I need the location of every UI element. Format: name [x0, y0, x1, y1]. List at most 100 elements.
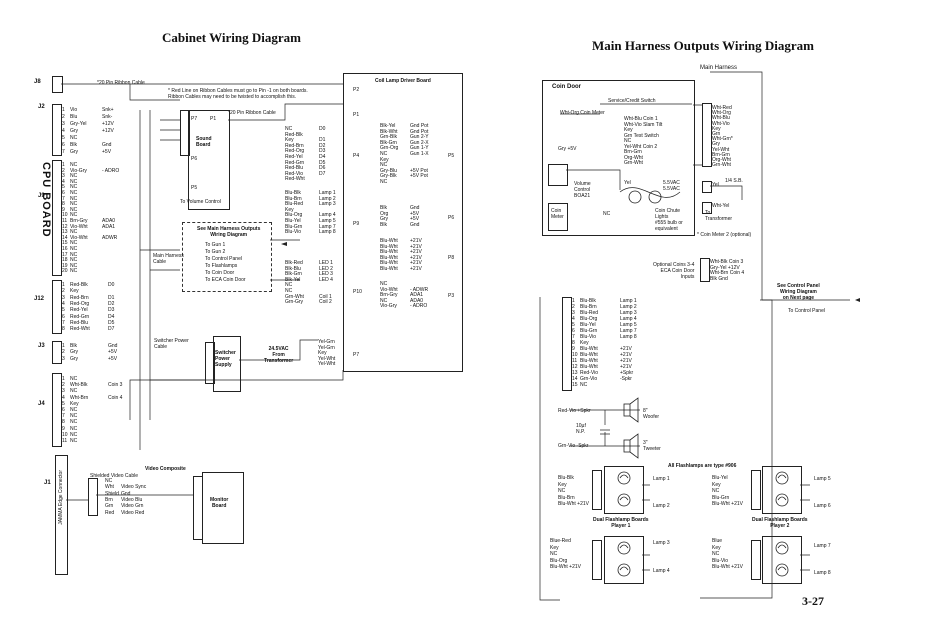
- volume-control-label: To Volume Control: [180, 199, 221, 205]
- p5list-row: NC: [380, 162, 410, 168]
- wire-color: Blu-Org: [285, 212, 303, 219]
- to-control-panel: To Control Panel: [788, 308, 825, 314]
- signal-name: +21V: [410, 266, 422, 272]
- signal-name: D6: [319, 165, 326, 172]
- pin-number: 1: [62, 162, 65, 168]
- signal-name: +12V: [102, 128, 114, 134]
- wire-color: Blu-Blk: [580, 298, 596, 304]
- wire-color: Blu-Wht: [380, 249, 398, 256]
- wire-color: Grn-Gry: [285, 299, 304, 306]
- signal-name: +21V: [410, 260, 422, 267]
- pin-number: 14: [572, 376, 578, 382]
- tolist-item: To Gun 1: [205, 242, 226, 248]
- wire-color: Grn-Vio: [580, 376, 598, 382]
- p7list-row: Yel-Wht: [318, 356, 348, 362]
- wire-color: NC: [380, 281, 388, 287]
- signal-name: +21V: [410, 249, 422, 256]
- wire-color: NC: [70, 262, 78, 269]
- mhlist-item: Wht-Blu: [712, 115, 730, 122]
- wire-color: Red-Yel: [285, 154, 303, 160]
- fb-item: Blu-Wht +21V: [550, 564, 581, 570]
- wire-color: Gry: [70, 149, 79, 155]
- pin-number: 13: [572, 370, 578, 376]
- signal-name: Gnd: [410, 205, 420, 211]
- signal-name: +5V: [102, 149, 112, 155]
- p9-label: P9: [353, 221, 360, 227]
- wire-color: NC: [70, 184, 78, 191]
- flash-board-1: [604, 466, 644, 514]
- j9-connector: [52, 160, 62, 276]
- j9-label: J9: [38, 193, 45, 199]
- wire-color: Blu-Vio: [285, 229, 302, 236]
- pin-number: 6: [62, 190, 65, 196]
- tolist-item: To ECA Coin Door: [205, 277, 246, 283]
- mhlist-item: Grn-Wht: [712, 162, 731, 169]
- pin-number: 4: [62, 128, 65, 134]
- j1-label: J1: [44, 480, 51, 486]
- fc-item: NC: [712, 488, 720, 494]
- cap-label: 10µf N.P.: [576, 423, 586, 435]
- main-harness-label: Main Harness: [700, 65, 738, 71]
- p8list-row: Blu-Wht+21V: [380, 238, 422, 244]
- wire-color: NC: [70, 251, 78, 258]
- wire-color: Yel-Grn: [318, 344, 335, 351]
- wire-color: NC: [70, 413, 78, 420]
- p8list-row: Blu-Wht+21V: [380, 260, 422, 266]
- wire-color: Blu-Grn: [580, 328, 598, 334]
- pin-number: 2: [62, 167, 65, 174]
- flashlamp-type: All Flashlamps are type #906: [668, 463, 737, 469]
- p5c-label: P5: [448, 153, 455, 159]
- p4list-row: Red-Wht: [285, 176, 319, 182]
- wire-color: Blu-Grn: [285, 223, 303, 230]
- p8list-row: Blu-Wht+21V: [380, 266, 422, 272]
- wire-color: NC: [70, 257, 78, 264]
- signal-name: LED 2: [319, 265, 333, 272]
- shielded-video-cable: Shielded Video Cable: [90, 473, 139, 479]
- wire-color: Wht: [105, 484, 114, 491]
- p5list-row: Gry-Blu+5V Pot: [380, 168, 428, 174]
- pin-number: 3: [62, 355, 65, 362]
- pin-number: 1: [572, 298, 575, 304]
- wire-color: NC: [380, 297, 388, 304]
- cdlist-item: Grn Test Switch: [624, 132, 659, 139]
- pin-number: 4: [62, 394, 65, 401]
- wire-color: NC: [70, 195, 78, 202]
- signal-name: +Spkr: [620, 370, 634, 376]
- coin-door-label: Coin Door: [552, 84, 581, 90]
- signal-name: Gnd: [410, 221, 420, 228]
- wire-color: Red-Vio: [580, 370, 598, 376]
- signal-name: LED 4: [319, 276, 333, 283]
- p6list-row: Org+5V: [380, 211, 419, 217]
- signal-name: Coil 1: [319, 293, 332, 300]
- pin-number: 7: [62, 319, 65, 326]
- signal-name: Gnd Pot: [410, 128, 429, 135]
- wire-color: Blu-Red: [580, 310, 599, 316]
- pin-number: 3: [62, 388, 65, 395]
- j1-edge-connector: [55, 455, 68, 575]
- coin-meter-box: [548, 203, 568, 231]
- pin-number: 8: [572, 340, 575, 346]
- fa-item: Key: [558, 481, 567, 488]
- wire-color: Blk-Wht: [380, 128, 398, 135]
- monitor-board-box: [202, 472, 244, 544]
- p5list-row: NC: [380, 179, 410, 185]
